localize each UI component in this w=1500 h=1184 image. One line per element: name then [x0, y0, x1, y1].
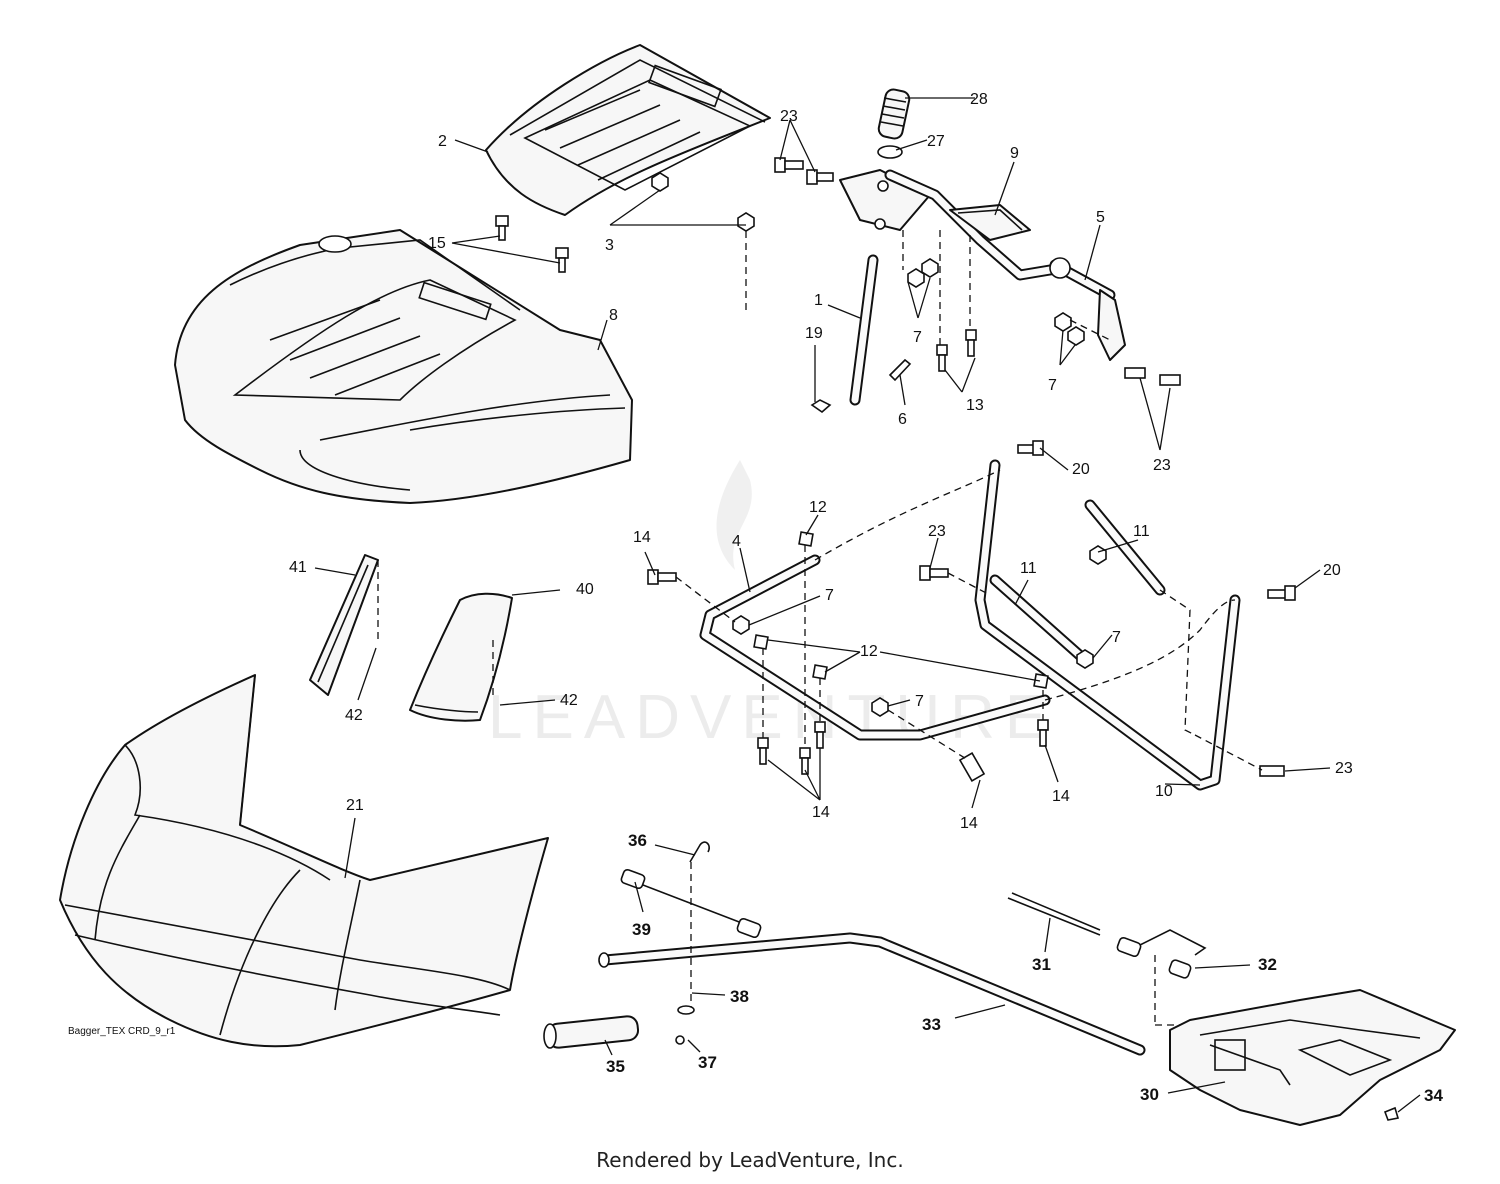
callout-42-left: 42 [345, 707, 363, 724]
middle-frame[interactable] [699, 459, 1241, 791]
callout-35: 35 [606, 1057, 625, 1076]
callout-38: 38 [730, 987, 749, 1006]
callout-20-right: 20 [1323, 562, 1341, 579]
callout-8: 8 [609, 307, 618, 324]
callout-41: 41 [289, 559, 307, 576]
callout-4: 4 [732, 533, 741, 550]
callout-23-top: 23 [780, 108, 798, 125]
upper-lift-lever[interactable] [810, 88, 1126, 414]
leader-lines [314, 97, 1421, 1113]
callout-10: 10 [1155, 783, 1173, 800]
callout-39: 39 [632, 920, 651, 939]
part-41-trim[interactable] [309, 554, 379, 696]
upper-hardware [495, 157, 1181, 386]
callout-2: 2 [438, 133, 447, 150]
callout-21: 21 [346, 797, 364, 814]
callout-34: 34 [1424, 1086, 1443, 1105]
callout-1: 1 [814, 292, 823, 309]
callout-42-right: 42 [560, 692, 578, 709]
callout-15: 15 [428, 235, 446, 252]
callout-9: 9 [1010, 145, 1019, 162]
callout-6: 6 [898, 411, 907, 428]
callout-11-right: 11 [1133, 523, 1150, 540]
callout-32: 32 [1258, 955, 1277, 974]
callout-33: 33 [922, 1015, 941, 1034]
part-40-panel[interactable] [409, 592, 513, 722]
part-8-hood[interactable] [174, 229, 633, 504]
callout-14-bottom: 14 [812, 804, 830, 821]
callout-12-mid: 12 [860, 643, 878, 660]
callout-28: 28 [970, 91, 988, 108]
callout-11-left: 11 [1020, 560, 1037, 577]
callout-19: 19 [805, 325, 823, 342]
callout-23-mid: 23 [928, 523, 946, 540]
callout-7-top: 7 [913, 329, 922, 346]
callout-labels: 2 3 15 8 28 27 23 9 5 1 7 19 6 13 7 23 2… [289, 91, 1443, 1105]
callout-3: 3 [605, 237, 614, 254]
callout-31: 31 [1032, 955, 1051, 974]
callout-12-top: 12 [809, 499, 827, 516]
callout-7-right: 7 [1048, 377, 1057, 394]
callout-7-low: 7 [915, 693, 924, 710]
callout-36: 36 [628, 831, 647, 850]
callout-23-right: 23 [1153, 457, 1171, 474]
callout-5: 5 [1096, 209, 1105, 226]
callout-40: 40 [576, 581, 594, 598]
callout-14-mid: 14 [960, 815, 978, 832]
lower-handle-assembly[interactable] [543, 841, 1456, 1126]
callout-23-low: 23 [1335, 760, 1353, 777]
drawing-code: Bagger_TEX CRD_9_r1 [68, 1026, 176, 1037]
callout-7-frame: 7 [1112, 629, 1121, 646]
callout-14-right: 14 [1052, 788, 1070, 805]
callout-14-left: 14 [633, 529, 651, 546]
part-21-bag[interactable] [59, 674, 549, 1048]
footer-credit: Rendered by LeadVenture, Inc. [596, 1148, 904, 1172]
part-2-cover[interactable] [485, 44, 771, 216]
callout-37: 37 [698, 1053, 717, 1072]
watermark: LEADVENTURE [488, 460, 1046, 752]
callout-30: 30 [1140, 1085, 1159, 1104]
callout-13: 13 [966, 397, 984, 414]
callout-20-top: 20 [1072, 461, 1090, 478]
middle-hardware [647, 440, 1296, 782]
callout-7-mid: 7 [825, 587, 834, 604]
callout-27: 27 [927, 133, 945, 150]
